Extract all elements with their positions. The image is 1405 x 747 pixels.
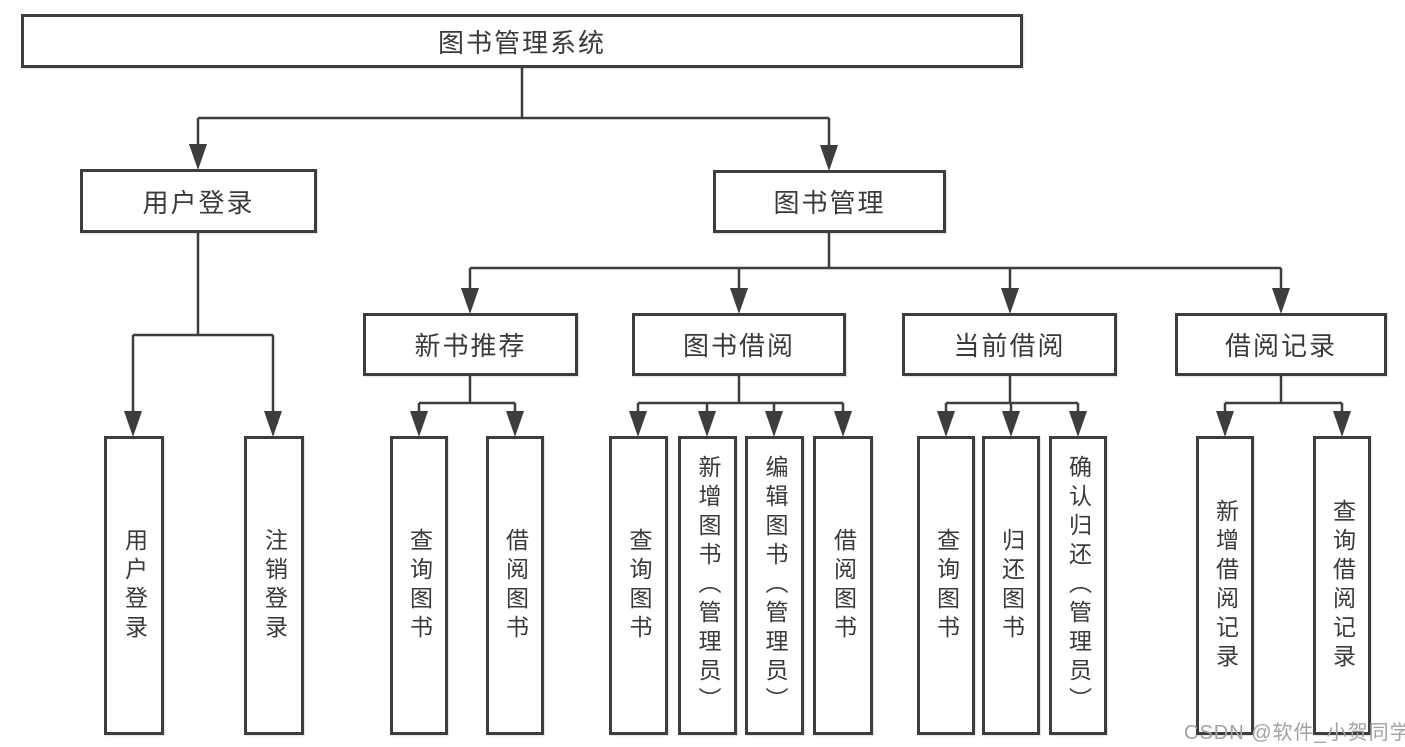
- node-book-borrowing: 图书借阅: [632, 313, 846, 376]
- node-label: 借阅记录: [1224, 331, 1337, 361]
- node-book-management: 图书管理: [713, 170, 946, 233]
- node-label: 注销登录: [261, 527, 288, 644]
- arrowheads: [124, 144, 1351, 437]
- leaf-query-books-2: 查询图书: [609, 436, 668, 735]
- node-label: 查询图书: [626, 527, 652, 644]
- node-label: 归还图书: [998, 527, 1025, 644]
- node-label: 用户登录: [142, 187, 255, 218]
- leaf-return-books: 归还图书: [982, 436, 1040, 735]
- node-borrowing-records: 借阅记录: [1175, 313, 1387, 376]
- node-new-book-recommendation: 新书推荐: [363, 313, 578, 376]
- node-library-management-system: 图书管理系统: [21, 14, 1023, 68]
- leaf-borrow-books-2: 借阅图书: [813, 436, 873, 735]
- leaf-logout: 注销登录: [244, 436, 304, 735]
- leaf-edit-books-admin: 编辑图书（管理员）: [745, 436, 804, 735]
- node-label: 借阅图书: [502, 527, 529, 644]
- node-label: 借阅图书: [830, 527, 857, 644]
- leaf-add-borrow-record: 新增借阅记录: [1196, 436, 1254, 735]
- node-label: 新增借阅记录: [1212, 498, 1239, 673]
- node-current-borrowing: 当前借阅: [902, 313, 1117, 376]
- leaf-confirm-return-admin: 确认归还（管理员）: [1049, 436, 1107, 735]
- leaf-query-books-1: 查询图书: [390, 436, 448, 735]
- node-label: 图书管理系统: [437, 27, 606, 58]
- leaf-user-login: 用户登录: [104, 436, 164, 735]
- node-user-login: 用户登录: [80, 169, 317, 233]
- node-label: 确认归还（管理员）: [1065, 455, 1092, 716]
- node-label: 图书借阅: [682, 331, 795, 361]
- leaf-add-books-admin: 新增图书（管理员）: [678, 436, 737, 735]
- leaf-query-borrow-record: 查询借阅记录: [1313, 436, 1371, 735]
- node-label: 图书管理: [773, 188, 886, 218]
- node-label: 查询借阅记录: [1329, 498, 1356, 673]
- csdn-watermark: CSDN @软件_小贺同学: [1184, 722, 1405, 744]
- node-label: 查询图书: [406, 527, 433, 644]
- node-label: 编辑图书（管理员）: [762, 455, 788, 716]
- leaf-query-books-3: 查询图书: [917, 436, 975, 735]
- node-label: 新书推荐: [414, 331, 527, 361]
- node-label: 用户登录: [121, 527, 148, 644]
- node-label: 新增图书（管理员）: [695, 455, 721, 716]
- leaf-borrow-books-1: 借阅图书: [486, 436, 544, 735]
- node-label: 当前借阅: [953, 331, 1066, 361]
- node-label: 查询图书: [933, 527, 960, 644]
